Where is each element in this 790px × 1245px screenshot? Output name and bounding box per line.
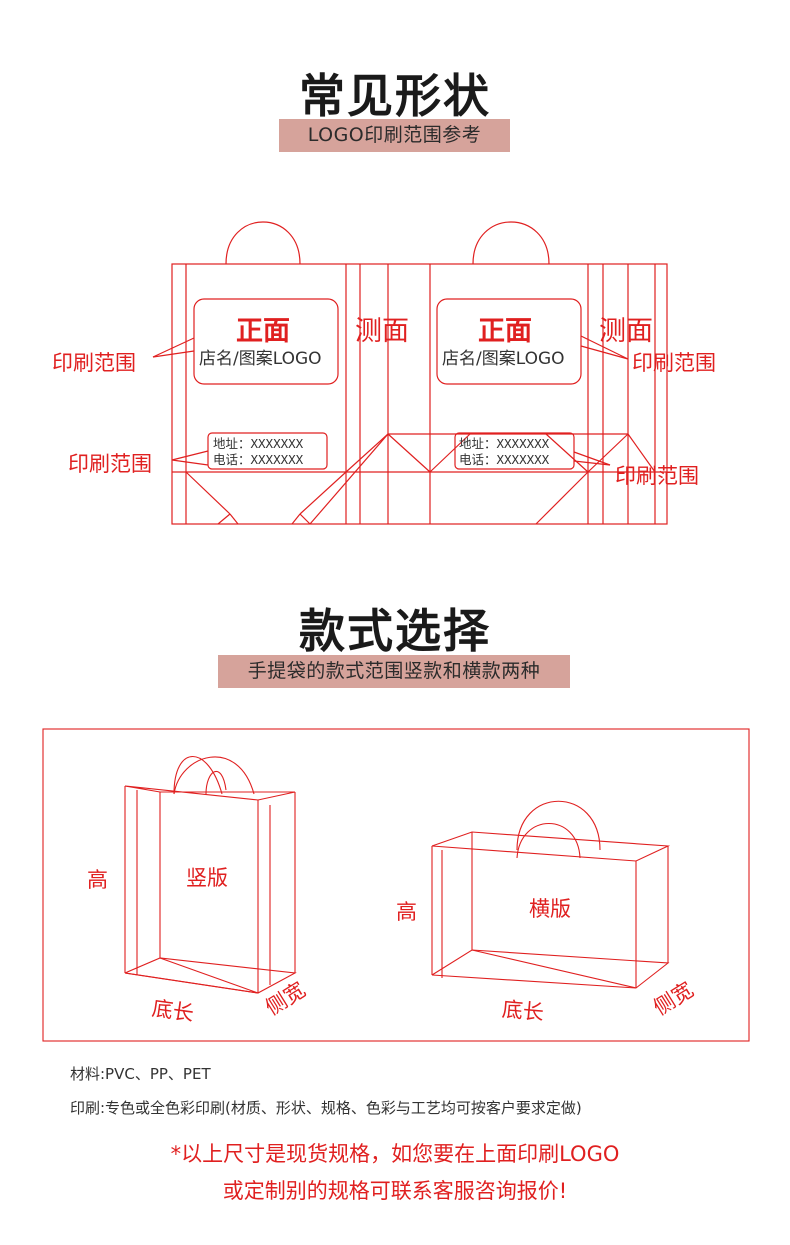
horizontal-base-length-label: 底长 [500,997,545,1025]
bag1-side-label: 测面 [355,316,409,347]
bag1-address-line2: 电话：XXXXXXX [213,452,304,467]
bag1-front-text: 店名/图案LOGO [199,349,322,369]
printing-note: 印刷:专色或全色彩印刷(材质、形状、规格、色彩与工艺均可按客户要求定做) [70,1099,582,1117]
horizontal-style-name: 横版 [529,897,571,921]
bag2-front-text: 店名/图案LOGO [442,349,565,369]
bag2-front-heading: 正面 [478,316,532,347]
bag2-address-line1: 地址：XXXXXXX [459,436,550,451]
style-frame [42,728,750,1042]
bag2-side-label: 测面 [599,316,653,347]
vertical-base-length-label: 底长 [150,996,196,1026]
print-area-label-4: 印刷范围 [615,464,699,488]
section2-title: 款式选择 [299,604,491,658]
section2-subtitle: 手提袋的款式范围竖款和横款两种 [218,655,570,688]
dieline-outline [171,263,668,525]
print-area-label-1: 印刷范围 [52,351,136,375]
handle-left [225,221,301,265]
bag1-address-line1: 地址：XXXXXXX [213,436,304,451]
material-note: 材料:PVC、PP、PET [70,1065,211,1083]
section1-title: 常见形状 [299,69,491,123]
print-area-label-3: 印刷范围 [632,351,716,375]
footer-line2: 或定制别的规格可联系客服咨询报价! [222,1179,568,1203]
vertical-style-name: 竖版 [186,866,228,890]
vertical-height-label: 高 [87,868,108,892]
horizontal-height-label: 高 [396,900,417,924]
handle-right [472,221,550,265]
section1-subtitle: LOGO印刷范围参考 [279,119,510,152]
footer-line1: *以上尺寸是现货规格，如您要在上面印刷LOGO [170,1142,620,1166]
bag2-address-line2: 电话：XXXXXXX [459,452,550,467]
print-area-label-2: 印刷范围 [68,452,152,476]
bag1-front-heading: 正面 [236,316,290,347]
